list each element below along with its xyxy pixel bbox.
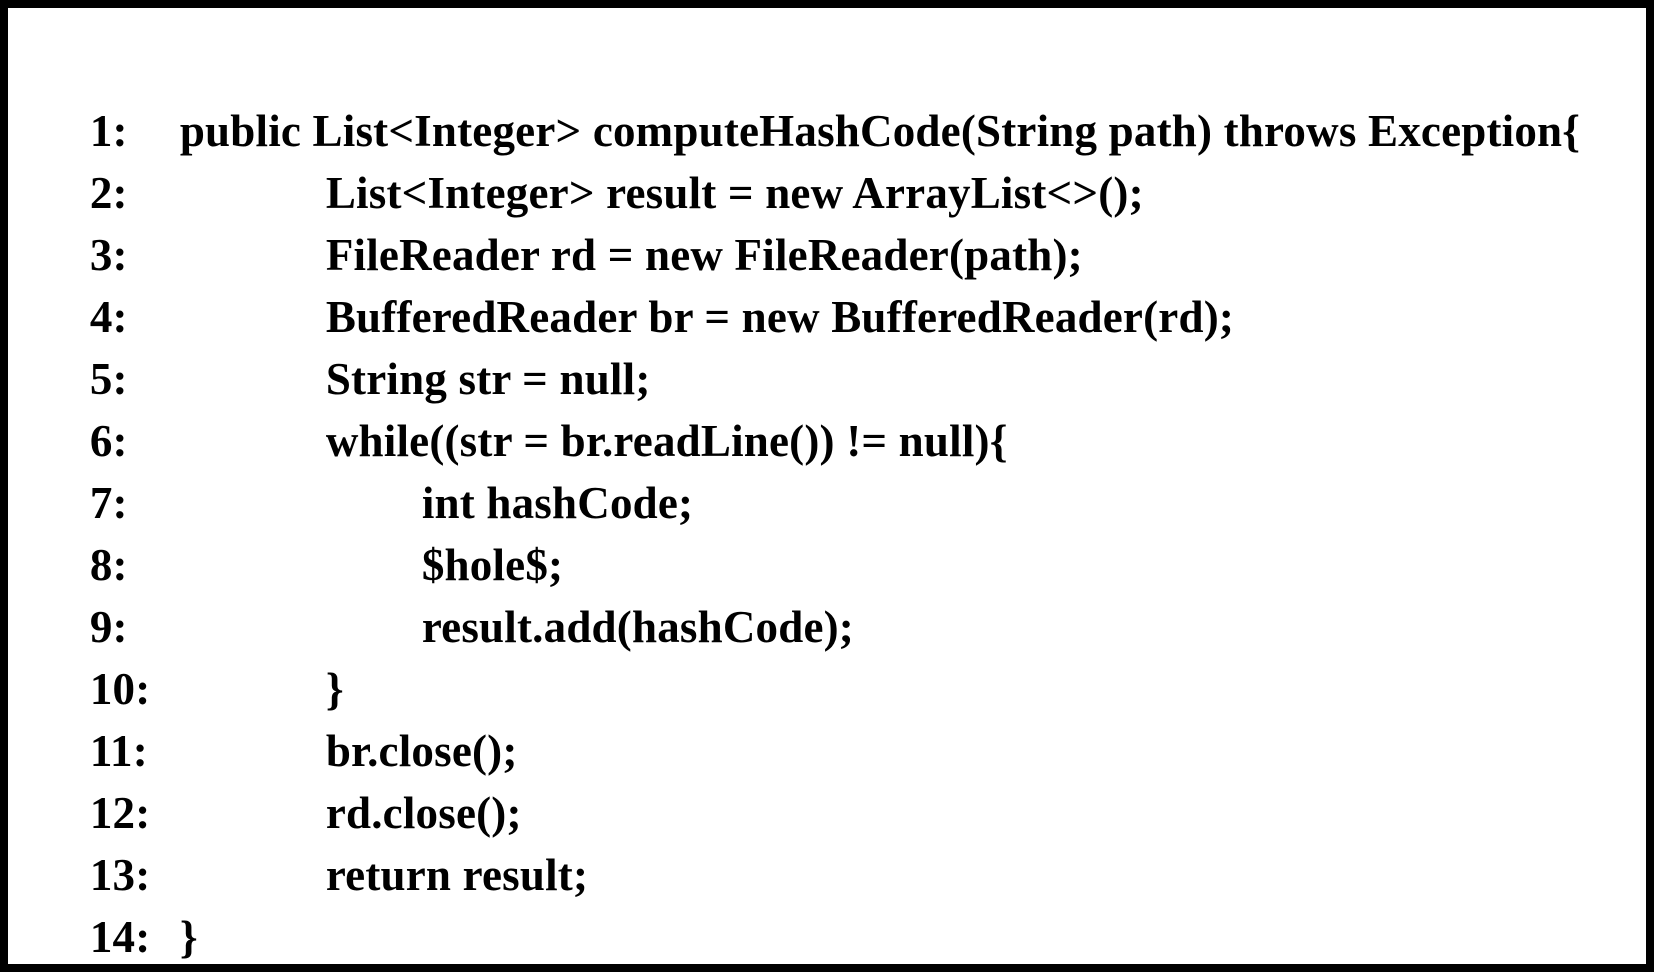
line-number: 2: (89, 168, 128, 218)
code-line: 11: br.close(); (44, 658, 1646, 776)
line-code: BufferedReader br = new BufferedReader(r… (325, 292, 1235, 342)
line-number: 8: (89, 540, 128, 590)
line-code: } (179, 912, 198, 962)
code-line: 8: $hole$; (44, 472, 1646, 590)
line-code: while((str = br.readLine()) != null){ (325, 416, 1008, 466)
code-line: 7: int hashCode; (44, 410, 1646, 528)
line-number: 11: (89, 726, 148, 776)
line-code: rd.close(); (325, 788, 522, 838)
line-code: $hole$; (421, 540, 564, 590)
code-line: 5: String str = null; (44, 286, 1646, 404)
line-code: } (325, 664, 344, 714)
line-code: return result; (325, 850, 589, 900)
line-code: result.add(hashCode); (421, 602, 854, 652)
code-line: 1: public List<Integer> computeHashCode(S… (44, 38, 1646, 156)
line-number: 1: (89, 106, 128, 156)
line-number: 7: (89, 478, 128, 528)
code-line: 14:} (44, 844, 1646, 962)
code-line: 9: result.add(hashCode); (44, 534, 1646, 652)
code-line: 6: while((str = br.readLine()) != null){ (44, 348, 1646, 466)
code-line: 3: FileReader rd = new FileReader(path); (44, 162, 1646, 280)
line-number: 3: (89, 230, 128, 280)
line-number: 10: (89, 664, 151, 714)
line-number: 6: (89, 416, 128, 466)
line-number: 14: (89, 912, 151, 962)
code-listing: 1: public List<Integer> computeHashCode(S… (44, 38, 1646, 962)
code-line: 2: List<Integer> result = new ArrayList<>… (44, 100, 1646, 218)
line-number: 9: (89, 602, 128, 652)
code-line: 10:} (44, 596, 1646, 714)
code-line: 13: return result; (44, 782, 1646, 900)
line-number: 12: (89, 788, 151, 838)
line-number: 4: (89, 292, 128, 342)
line-code: int hashCode; (421, 478, 694, 528)
line-code: br.close(); (325, 726, 518, 776)
code-line: 12: rd.close(); (44, 720, 1646, 838)
code-line: 4: BufferedReader br = new BufferedReader… (44, 224, 1646, 342)
line-number: 13: (89, 850, 151, 900)
line-number: 5: (89, 354, 128, 404)
line-code: List<Integer> result = new ArrayList<>()… (325, 168, 1144, 218)
line-code: String str = null; (325, 354, 651, 404)
line-code: FileReader rd = new FileReader(path); (325, 230, 1083, 280)
line-code: public List<Integer> computeHashCode(Str… (179, 106, 1581, 156)
